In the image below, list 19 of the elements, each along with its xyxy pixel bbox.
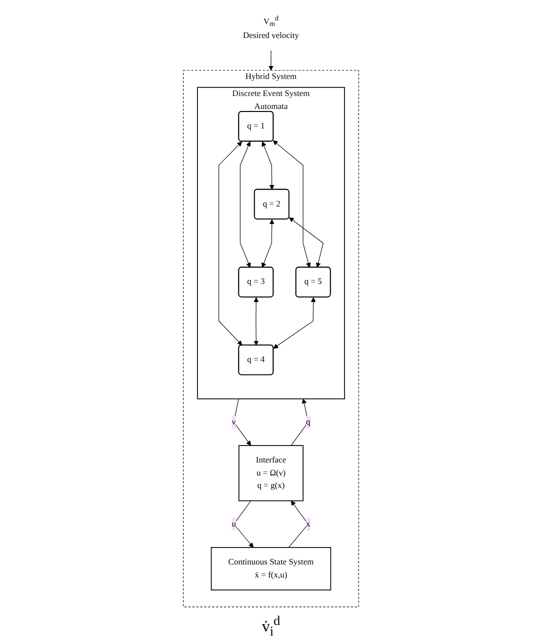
arrow (289, 217, 324, 268)
arrow (254, 297, 259, 346)
node-box: Continuous State System ẋ = f(x,u) (210, 547, 332, 590)
edge-label: x (306, 519, 310, 529)
arrow (272, 140, 311, 268)
arrow (273, 297, 316, 349)
arrow (268, 50, 274, 71)
arrow (234, 500, 254, 548)
edge-label: ν (232, 418, 236, 427)
arrow (240, 141, 251, 268)
arrow (233, 398, 252, 446)
node-box: Interface u = Ω(ν) q = g(x) (238, 445, 304, 502)
arrow (290, 398, 308, 446)
arrow (218, 141, 242, 346)
arrow (288, 500, 308, 548)
edge-label: q (306, 418, 310, 427)
arrow (262, 141, 274, 190)
arrow (262, 219, 274, 268)
edge-label: u (232, 519, 236, 529)
